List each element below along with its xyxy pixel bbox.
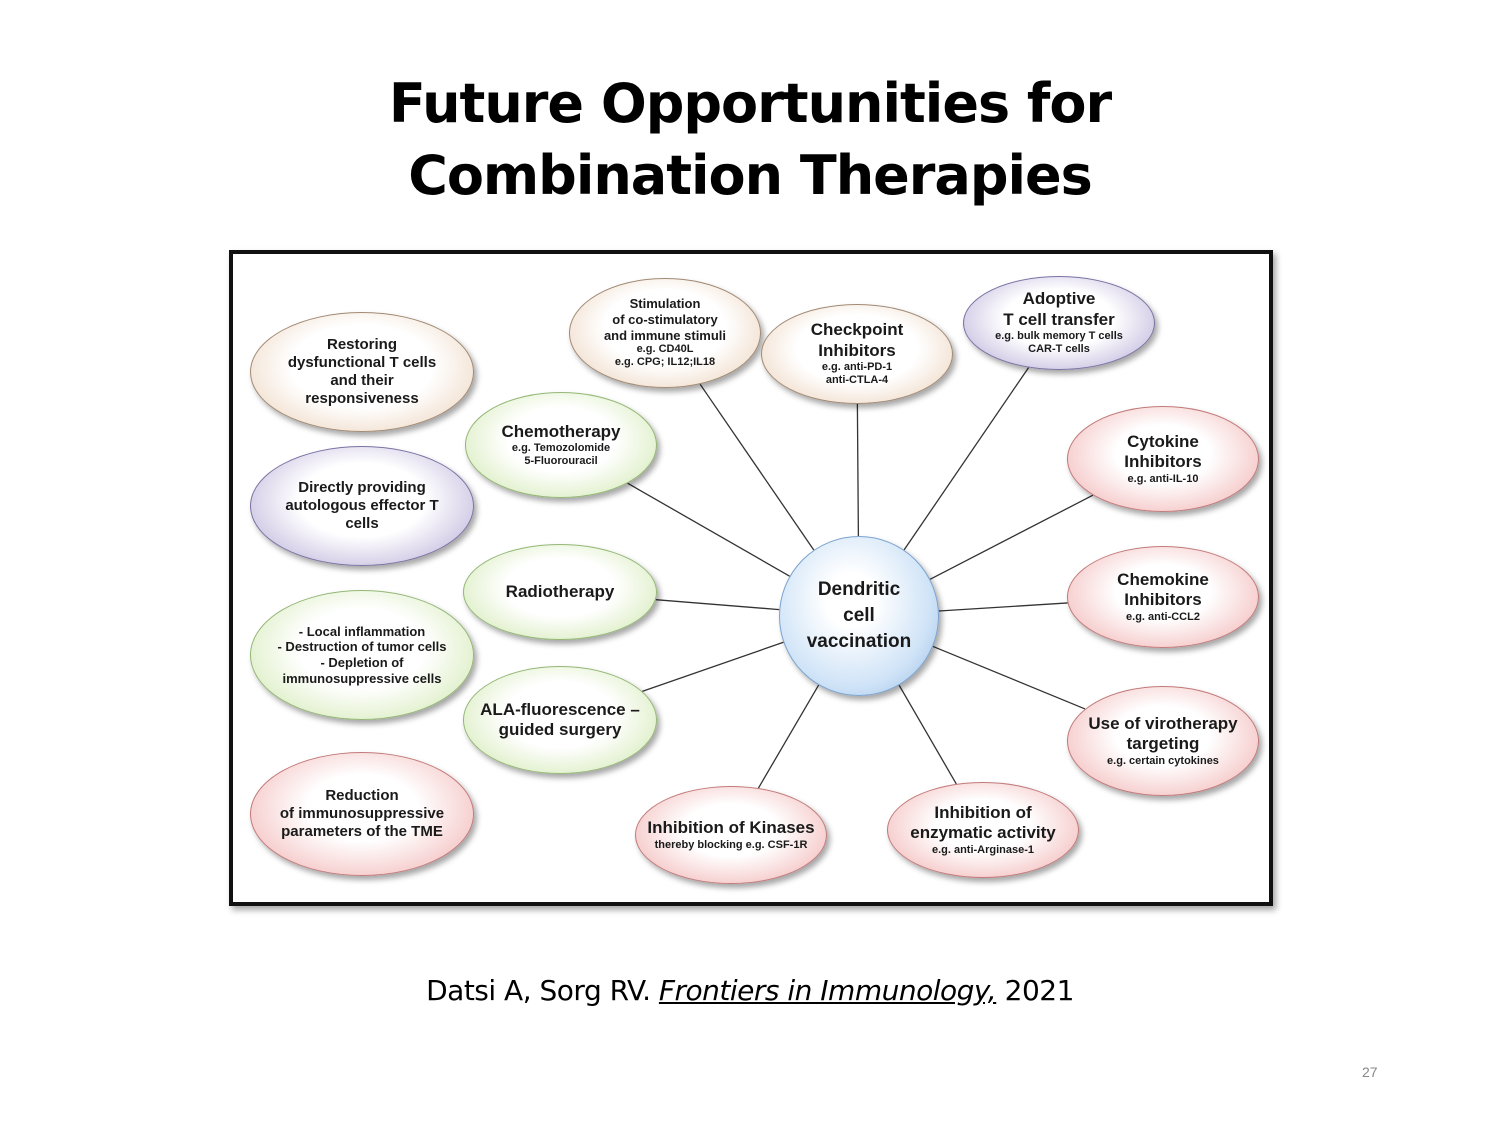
node-restoring: Restoring dysfunctional T cells and thei… [250, 312, 474, 432]
citation-authors: Datsi A, Sorg RV. [426, 974, 651, 1007]
node-virotherapy-sub1: e.g. certain cytokines [1107, 754, 1219, 767]
connector-cytokine [929, 494, 1094, 580]
connector-kinases [757, 684, 820, 789]
node-ala-line1: ALA-fluorescence – [480, 699, 640, 719]
node-kinases-sub1: thereby blocking e.g. CSF-1R [654, 838, 808, 851]
node-reduction-line3: parameters of the TME [281, 823, 443, 840]
node-local-line4: immunosuppressive cells [282, 670, 442, 686]
node-directly-line1: Directly providing [298, 479, 426, 496]
connector-ala [642, 641, 784, 693]
node-checkpoint-line1: Checkpoint [810, 320, 904, 340]
node-chemokine-line1: Chemokine [1117, 570, 1209, 590]
node-center-dendritic: Dendritic cell vaccination [779, 536, 939, 696]
node-checkpoint-sub2: anti-CTLA-4 [825, 374, 889, 387]
node-chemokine: Chemokine Inhibitors e.g. anti-CCL2 [1067, 546, 1259, 648]
node-checkpoint-sub1: e.g. anti-PD-1 [821, 361, 893, 374]
node-cytokine-line1: Cytokine [1127, 432, 1199, 452]
node-local-line1: - Local inflammation [298, 623, 426, 639]
node-reduction-line1: Reduction [325, 787, 399, 804]
node-stimulation-line3: and immune stimuli [603, 327, 727, 343]
node-radiotherapy: Radiotherapy [463, 544, 657, 640]
node-virotherapy: Use of virotherapy targeting e.g. certai… [1067, 686, 1259, 796]
node-stimulation-line2: of co-stimulatory [612, 312, 718, 328]
node-stimulation: Stimulation of co-stimulatory and immune… [569, 278, 761, 388]
connector-radiotherapy [655, 599, 780, 611]
node-enzymatic: Inhibition of enzymatic activity e.g. an… [887, 782, 1079, 878]
diagram-frame: Stimulation of co-stimulatory and immune… [229, 250, 1273, 906]
node-virotherapy-line1: Use of virotherapy [1088, 714, 1238, 734]
node-radiotherapy-line1: Radiotherapy [505, 581, 615, 601]
citation: Datsi A, Sorg RV. Frontiers in Immunolog… [0, 974, 1500, 1007]
node-stimulation-sub1: e.g. CD40L [636, 343, 694, 356]
node-stimulation-line1: Stimulation [629, 296, 701, 312]
citation-year: 2021 [1004, 974, 1075, 1007]
center-line3: vaccination [806, 631, 912, 652]
node-kinases-line1: Inhibition of Kinases [647, 818, 815, 838]
center-line2: cell [843, 605, 875, 626]
node-local: - Local inflammation - Destruction of tu… [250, 590, 474, 720]
node-adoptive-sub1: e.g. bulk memory T cells [995, 330, 1123, 343]
node-restoring-line2: dysfunctional T cells [287, 354, 437, 371]
node-enzymatic-line2: enzymatic activity [910, 823, 1056, 843]
node-adoptive-line1: Adoptive [1022, 289, 1096, 309]
node-chemotherapy-sub1: e.g. Temozolomide [511, 442, 611, 454]
node-directly-line3: cells [345, 515, 379, 532]
node-adoptive-line2: T cell transfer [1003, 309, 1115, 329]
title-line-1: Future Opportunities for [388, 72, 1112, 135]
node-ala-line2: guided surgery [498, 720, 622, 739]
title-line-2: Combination Therapies [408, 144, 1093, 207]
node-stimulation-sub2: e.g. CPG; IL12;IL18 [614, 356, 716, 369]
node-chemokine-sub1: e.g. anti-CCL2 [1126, 610, 1200, 623]
node-chemotherapy: Chemotherapy e.g. Temozolomide 5-Fluorou… [465, 392, 657, 498]
node-adoptive-sub2: CAR-T cells [1028, 343, 1090, 356]
node-virotherapy-line2: targeting [1126, 734, 1200, 754]
connector-checkpoint [856, 403, 860, 537]
node-chemotherapy-line1: Chemotherapy [501, 421, 621, 441]
node-restoring-line3: and their [330, 372, 394, 389]
node-enzymatic-sub1: e.g. anti-Arginase-1 [931, 843, 1035, 856]
node-chemokine-line2: Inhibitors [1124, 590, 1202, 610]
node-cytokine: Cytokine Inhibitors e.g. anti-IL-10 [1067, 406, 1259, 512]
node-checkpoint-line2: Inhibitors [818, 340, 896, 360]
node-ala: ALA-fluorescence – guided surgery [463, 666, 657, 774]
center-line1: Dendritic [817, 579, 901, 600]
node-local-line3: - Depletion of [320, 655, 404, 670]
connector-virotherapy [932, 645, 1086, 710]
node-chemotherapy-sub2: 5-Fluorouracil [524, 455, 598, 468]
node-restoring-line1: Restoring [326, 336, 397, 353]
slide-title: Future Opportunities for Combination The… [0, 68, 1500, 212]
node-restoring-line4: responsiveness [305, 390, 419, 407]
connector-chemotherapy [627, 482, 790, 577]
node-adoptive: Adoptive T cell transfer e.g. bulk memor… [963, 276, 1155, 370]
connector-stimulation [699, 383, 815, 551]
connector-adoptive [903, 367, 1030, 551]
node-cytokine-line2: Inhibitors [1124, 452, 1202, 472]
node-enzymatic-line1: Inhibition of [934, 803, 1032, 823]
node-directly: Directly providing autologous effector T… [250, 446, 474, 566]
page-number: 27 [1362, 1064, 1378, 1080]
node-cytokine-sub1: e.g. anti-IL-10 [1127, 472, 1199, 485]
node-reduction-line2: of immunosuppressive [279, 805, 445, 822]
connector-enzymatic [898, 684, 957, 785]
citation-journal[interactable]: Frontiers in Immunology, [658, 974, 997, 1007]
connector-lines [627, 367, 1094, 789]
node-local-line2: - Destruction of tumor cells [277, 639, 447, 655]
node-checkpoint: Checkpoint Inhibitors e.g. anti-PD-1 ant… [761, 304, 953, 404]
node-kinases: Inhibition of Kinases thereby blocking e… [635, 786, 827, 884]
node-directly-line2: autologous effector T [285, 497, 439, 514]
node-reduction: Reduction of immunosuppressive parameter… [250, 752, 474, 876]
connector-chemokine [938, 602, 1068, 612]
